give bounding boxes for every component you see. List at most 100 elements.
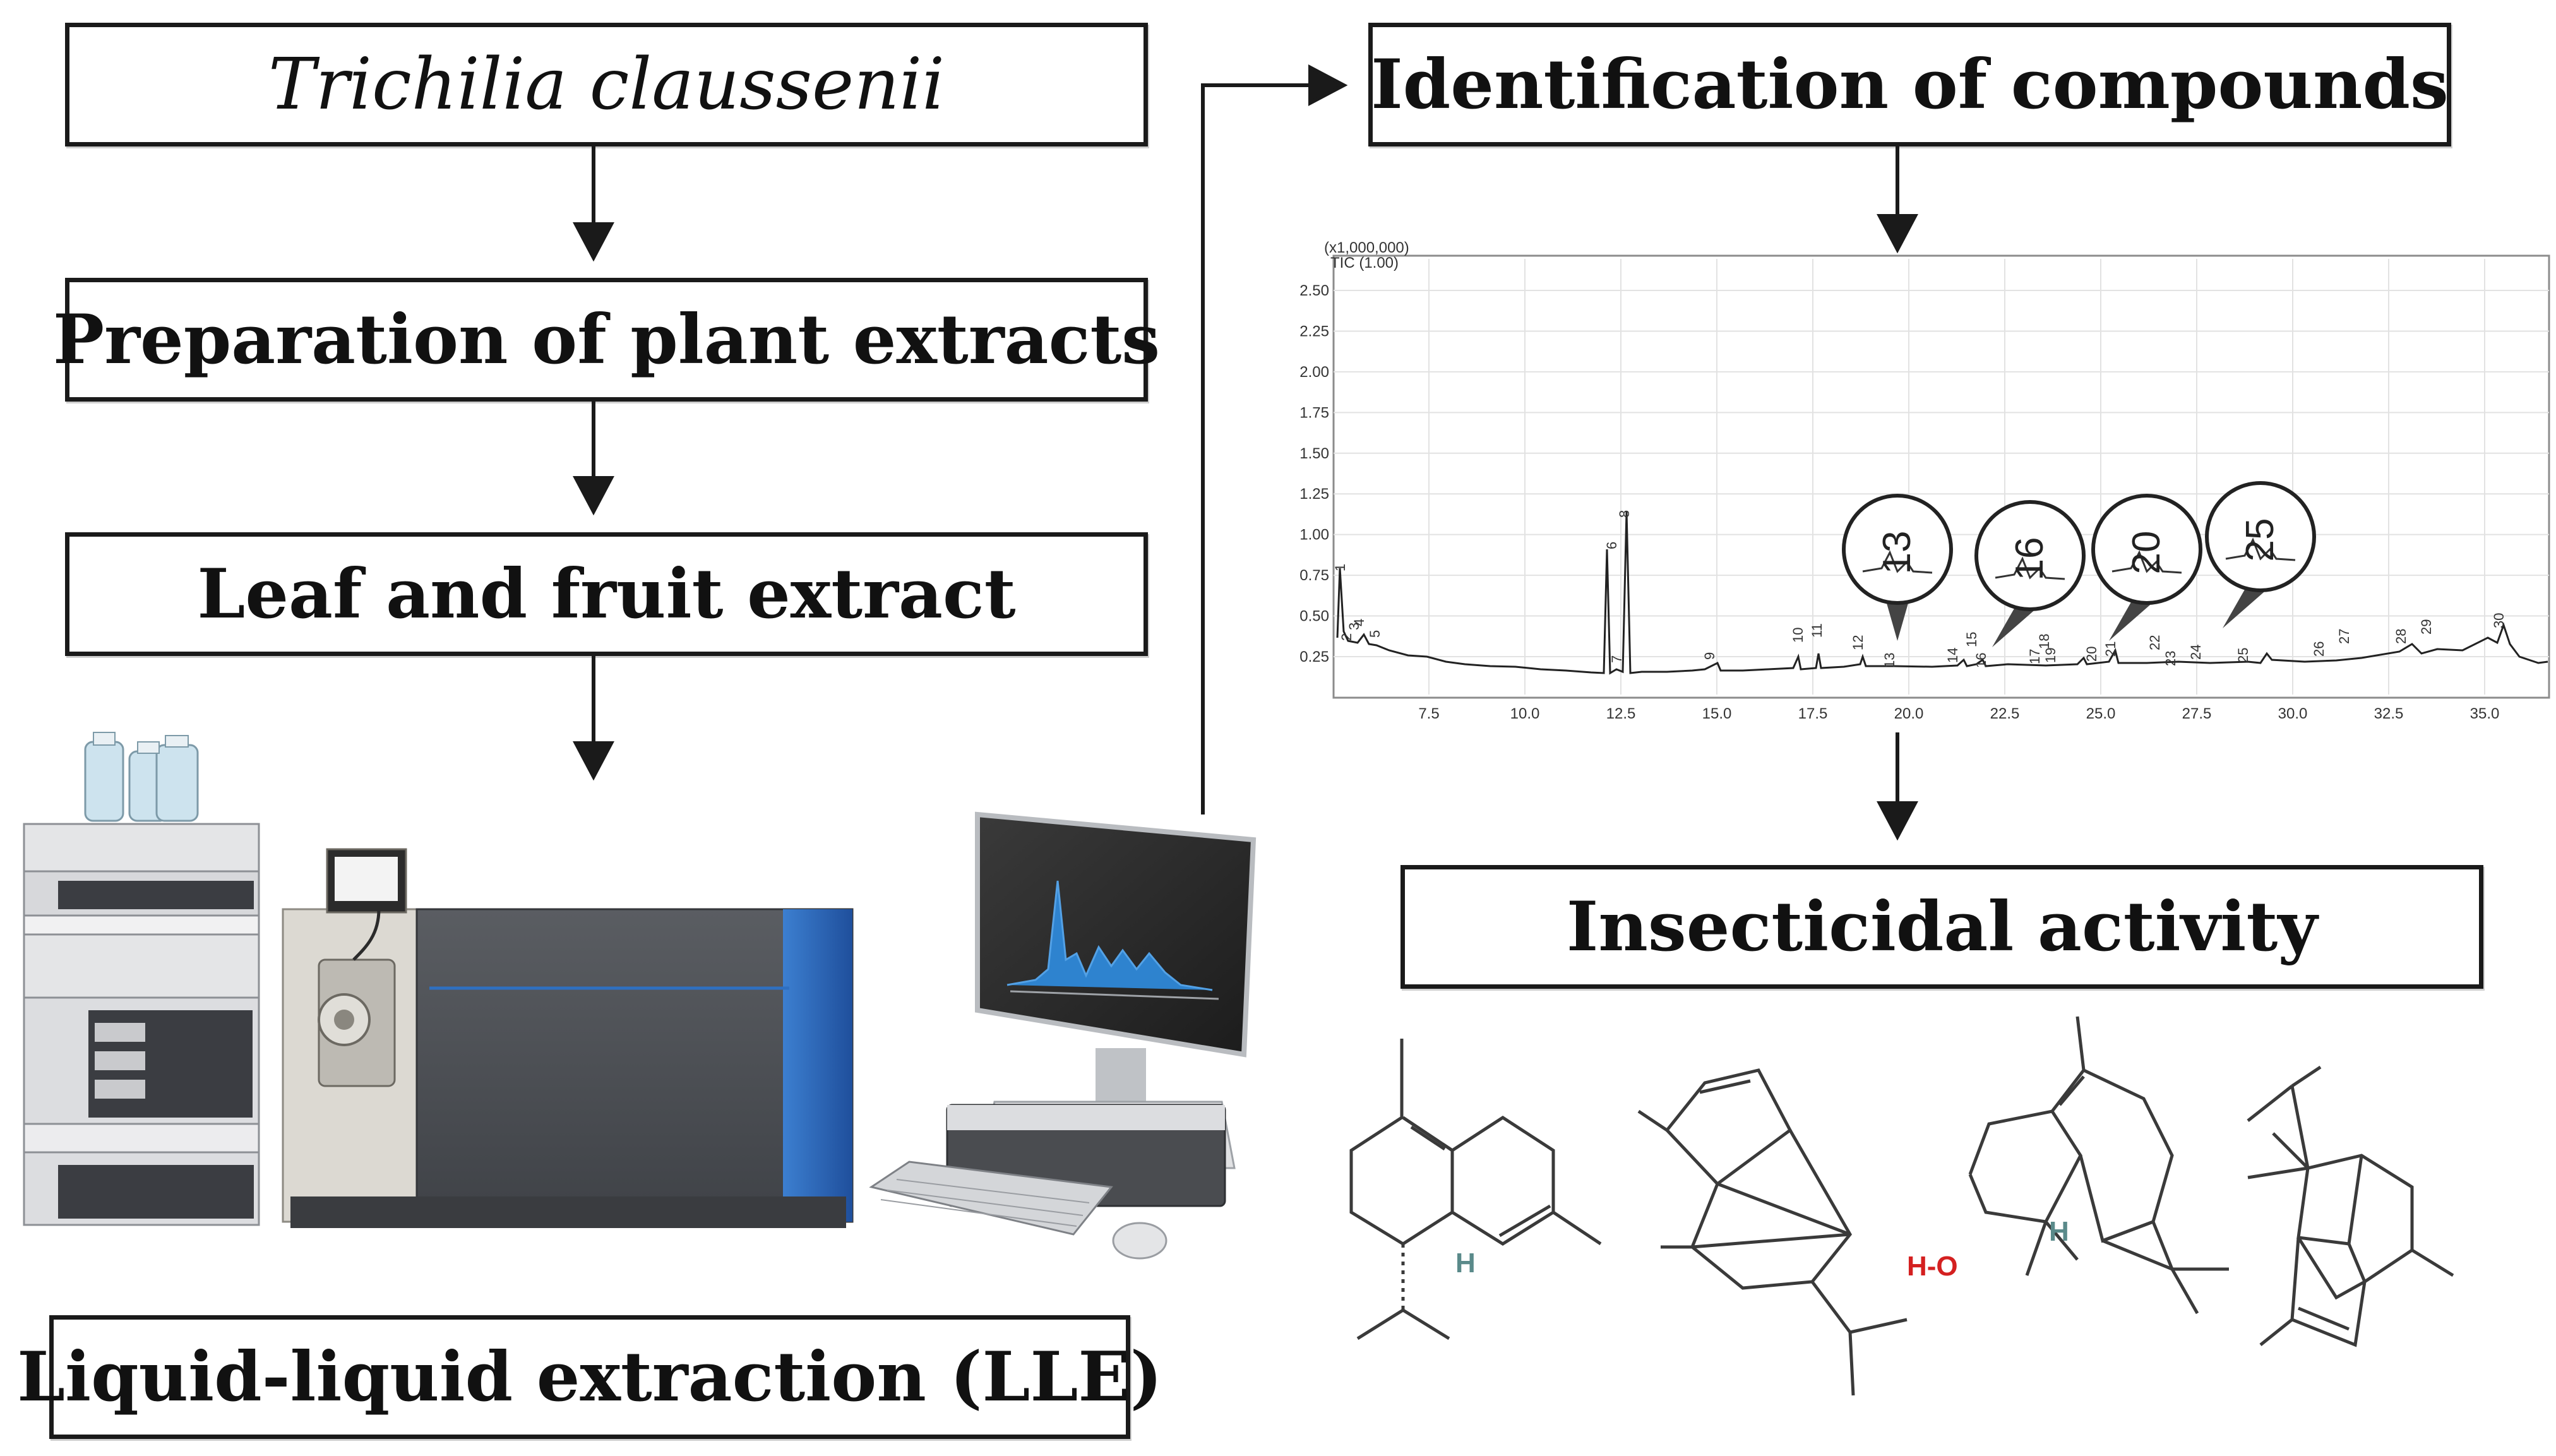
peak-label: 14 bbox=[1945, 648, 1961, 663]
preparation-box: Preparation of plant extracts bbox=[53, 278, 1160, 402]
structure-4 bbox=[2247, 1065, 2454, 1347]
callout-pointer bbox=[1992, 603, 2043, 647]
chemical-structures bbox=[1349, 1016, 2454, 1396]
callout-peak bbox=[1862, 550, 1933, 574]
y-tick-label: 0.25 bbox=[1299, 648, 1329, 665]
callout-peak bbox=[2225, 537, 2296, 561]
x-tick-label: 30.0 bbox=[2278, 705, 2308, 722]
structure-2 bbox=[1637, 1068, 1908, 1396]
x-tick-label: 22.5 bbox=[1990, 705, 2020, 722]
peak-label: 12 bbox=[1850, 635, 1866, 650]
insecticidal-box: Insecticidal activity bbox=[1400, 865, 2483, 989]
y-tick-label: 0.75 bbox=[1299, 567, 1329, 584]
peak-label: 25 bbox=[2235, 648, 2251, 663]
peak-label: 21 bbox=[2103, 641, 2118, 657]
species-box: Trichilia claussenii bbox=[65, 23, 1148, 146]
chromatogram-scale-label: (x1,000,000) bbox=[1324, 239, 1409, 256]
x-tick-label: 10.0 bbox=[1510, 705, 1540, 722]
structure-3-h-label: H bbox=[2049, 1216, 2069, 1247]
chromatogram: 2.50 2.25 2.00 1.75 1.50 1.25 1.00 0.75 0.50 0.25… bbox=[1299, 239, 2550, 722]
identification-box: Identification of compounds bbox=[1368, 23, 2451, 146]
peak-callout: 16 bbox=[1974, 500, 2086, 647]
y-tick-label: 1.50 bbox=[1299, 445, 1329, 462]
preparation-label: Preparation of plant extracts bbox=[52, 300, 1161, 379]
callout-peak bbox=[2111, 550, 2182, 574]
callout-pointer bbox=[2109, 597, 2159, 641]
peak-label: 10 bbox=[1790, 628, 1806, 643]
x-tick-label: 32.5 bbox=[2374, 705, 2404, 722]
hplc-instrument bbox=[23, 732, 260, 1226]
identification-label: Identification of compounds bbox=[1371, 45, 2449, 124]
y-tick-label: 0.50 bbox=[1299, 608, 1329, 625]
peak-label: 6 bbox=[1604, 542, 1620, 549]
peak-callout: 25 bbox=[2205, 481, 2316, 628]
peak-label: 3 bbox=[1346, 623, 1362, 630]
peak-callout: 20 bbox=[2091, 494, 2202, 641]
peak-label: 13 bbox=[1882, 653, 1897, 668]
peak-label: 26 bbox=[2311, 641, 2327, 657]
chromatogram-trace bbox=[1336, 511, 2548, 675]
peak-label: 20 bbox=[2084, 647, 2099, 662]
callout-label: 13 bbox=[1875, 531, 1919, 575]
y-tick-label: 1.00 bbox=[1299, 527, 1329, 544]
callout-circle bbox=[1842, 494, 1953, 605]
peak-label: 28 bbox=[2393, 629, 2409, 644]
peak-callout: 13 bbox=[1842, 494, 1953, 641]
peak-label: 30 bbox=[2491, 613, 2507, 628]
chromatogram-tic-label: TIC (1.00) bbox=[1330, 254, 1399, 272]
x-tick-label: 20.0 bbox=[1894, 705, 1924, 722]
x-tick-label: 17.5 bbox=[1798, 705, 1828, 722]
peak-label: 11 bbox=[1809, 623, 1825, 638]
callout-pointer bbox=[1885, 597, 1910, 641]
structure-3-oh-label: H-O bbox=[1907, 1251, 1958, 1282]
peak-label: 4 bbox=[1351, 619, 1367, 626]
peak-label: 27 bbox=[2336, 629, 2352, 644]
peak-label: 17 bbox=[2027, 649, 2043, 664]
callout-label: 20 bbox=[2125, 531, 2168, 575]
peak-label: 23 bbox=[2163, 651, 2178, 666]
lle-label: Liquid-liquid extraction (LLE) bbox=[17, 1337, 1162, 1417]
lle-box: Liquid-liquid extraction (LLE) bbox=[17, 1315, 1162, 1439]
y-tick-label: 2.00 bbox=[1299, 364, 1329, 381]
callout-label: 25 bbox=[2238, 518, 2282, 562]
peak-label: 2 bbox=[1339, 633, 1354, 641]
computer-workstation bbox=[869, 811, 1257, 1260]
x-tick-label: 25.0 bbox=[2086, 705, 2116, 722]
peak-label: 16 bbox=[1973, 653, 1989, 668]
species-label: Trichilia claussenii bbox=[268, 44, 945, 126]
callout-circle bbox=[2091, 494, 2202, 605]
x-tick-label: 35.0 bbox=[2470, 705, 2500, 722]
x-tick-label: 27.5 bbox=[2182, 705, 2212, 722]
callout-peak bbox=[1995, 556, 2065, 580]
extract-label: Leaf and fruit extract bbox=[197, 554, 1016, 634]
y-tick-label: 2.25 bbox=[1299, 323, 1329, 340]
peak-label: 22 bbox=[2147, 635, 2163, 650]
structure-1-h-label: H bbox=[1455, 1248, 1476, 1279]
peak-label: 1 bbox=[1332, 564, 1348, 571]
callout-circle bbox=[2205, 481, 2316, 592]
structure-1 bbox=[1349, 1039, 1602, 1340]
peak-label: 18 bbox=[2036, 634, 2052, 649]
x-tick-label: 7.5 bbox=[1418, 705, 1439, 722]
x-tick-label: 12.5 bbox=[1606, 705, 1636, 722]
peak-label: 29 bbox=[2418, 619, 2434, 635]
peak-label: 8 bbox=[1616, 510, 1632, 518]
flow-arrows bbox=[573, 64, 1918, 841]
peak-label: 19 bbox=[2043, 648, 2058, 663]
y-tick-label: 2.50 bbox=[1299, 282, 1329, 299]
x-tick-label: 15.0 bbox=[1702, 705, 1732, 722]
callout-pointer bbox=[2223, 584, 2273, 628]
mass-spectrometer bbox=[282, 848, 854, 1228]
peak-label: 7 bbox=[1609, 655, 1625, 663]
peak-label: 24 bbox=[2188, 645, 2204, 660]
insecticidal-label: Insecticidal activity bbox=[1566, 887, 2318, 967]
callout-label: 16 bbox=[2008, 537, 2051, 581]
extract-box: Leaf and fruit extract bbox=[65, 532, 1148, 656]
y-tick-label: 1.75 bbox=[1299, 404, 1329, 421]
y-tick-label: 1.25 bbox=[1299, 486, 1329, 503]
peak-label: 15 bbox=[1964, 632, 1980, 647]
peak-label: 5 bbox=[1367, 630, 1383, 638]
callout-circle bbox=[1974, 500, 2086, 611]
structure-3 bbox=[1968, 1016, 2229, 1315]
peak-label: 9 bbox=[1702, 652, 1717, 660]
